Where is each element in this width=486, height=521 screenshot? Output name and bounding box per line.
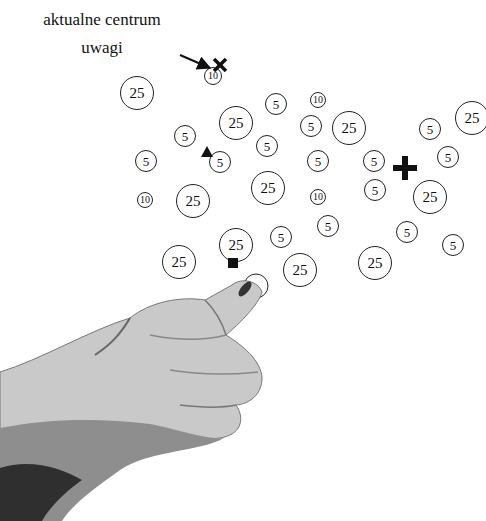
- number-circle: 10: [204, 67, 222, 85]
- plus-marker: [393, 156, 417, 180]
- number-circle: 25: [219, 228, 253, 262]
- circle-value: 25: [342, 121, 357, 136]
- number-circle: 5: [300, 115, 322, 137]
- leader-arrow: [180, 55, 210, 68]
- circle-value: 5: [273, 98, 280, 111]
- number-circle: 5: [364, 179, 386, 201]
- x-marker: [214, 59, 226, 71]
- circle-value: 10: [313, 95, 323, 105]
- circle-value: 10: [313, 192, 323, 202]
- number-circle: 25: [219, 106, 253, 140]
- circle-value: 25: [229, 238, 244, 253]
- circle-value: 25: [423, 190, 438, 205]
- circle-value: 5: [325, 220, 332, 233]
- number-circle: 25: [162, 245, 196, 279]
- circle-value: 5: [427, 123, 434, 136]
- circle-value: 5: [315, 155, 322, 168]
- number-circle: 5: [307, 150, 329, 172]
- circle-value: 25: [186, 194, 201, 209]
- circle-value: 5: [143, 155, 150, 168]
- circle-value: 5: [278, 231, 285, 244]
- circle-value: 5: [404, 226, 411, 239]
- number-circle: 25: [413, 180, 447, 214]
- circle-value: 25: [261, 181, 276, 196]
- number-circle: 10: [310, 92, 326, 108]
- circle-value: 5: [450, 239, 457, 252]
- number-circle: 5: [437, 146, 459, 168]
- circle-value: 5: [371, 155, 378, 168]
- circle-value: 5: [308, 120, 315, 133]
- number-circle: 5: [174, 125, 196, 147]
- circle-value: 25: [293, 263, 308, 278]
- number-circle: 5: [265, 93, 287, 115]
- circle-value: 5: [182, 130, 189, 143]
- circle-value: 5: [264, 140, 271, 153]
- triangle-marker: [201, 146, 213, 157]
- circle-value: 5: [445, 151, 452, 164]
- circle-value: 25: [172, 255, 187, 270]
- circle-value: 25: [130, 86, 145, 101]
- number-circle: 25: [176, 184, 210, 218]
- number-circle: 5: [363, 150, 385, 172]
- circle-value: 25: [229, 116, 244, 131]
- number-circle: 5: [396, 221, 418, 243]
- circle-value: 5: [372, 184, 379, 197]
- number-circle: 25: [455, 101, 486, 135]
- number-circle: 25: [332, 111, 366, 145]
- number-circle: 5: [209, 151, 231, 173]
- target-circle: [244, 274, 268, 298]
- number-circle: 25: [251, 171, 285, 205]
- number-circle: 5: [419, 118, 441, 140]
- circle-value: 25: [465, 111, 480, 126]
- circle-value: 10: [208, 71, 218, 81]
- hand-illustration: [0, 280, 262, 521]
- number-circle: 5: [317, 215, 339, 237]
- number-circle: 5: [135, 150, 157, 172]
- number-circle: 10: [310, 189, 326, 205]
- circle-value: 5: [217, 156, 224, 169]
- annotation-label: aktualne centrum uwagi: [28, 6, 176, 62]
- number-circle: 5: [442, 234, 464, 256]
- number-circle: 25: [358, 246, 392, 280]
- circle-value: 25: [368, 256, 383, 271]
- number-circle: 25: [120, 76, 154, 110]
- number-circle: 25: [283, 253, 317, 287]
- square-marker: [228, 258, 238, 268]
- number-circle: 10: [137, 192, 153, 208]
- number-circle: 5: [270, 226, 292, 248]
- circle-value: 10: [140, 195, 150, 205]
- number-circle: 5: [256, 135, 278, 157]
